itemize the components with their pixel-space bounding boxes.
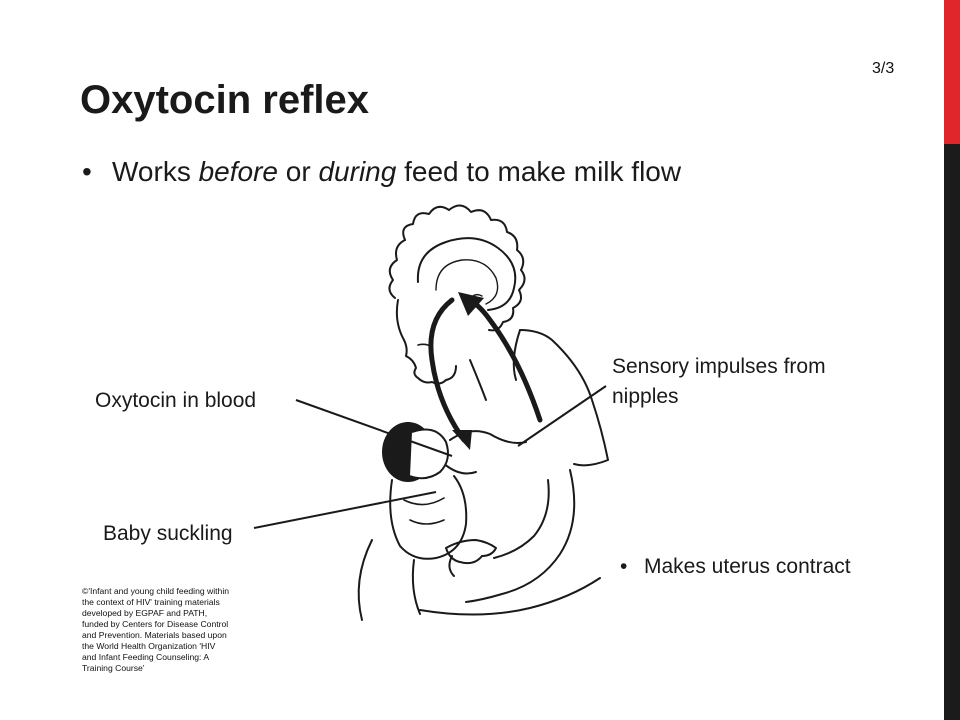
label-baby-suckling: Baby suckling xyxy=(103,522,233,545)
side-accent-red xyxy=(944,0,960,144)
label-sensory-line1: Sensory impulses from xyxy=(612,355,826,378)
mother-face xyxy=(395,299,457,385)
bullet-emphasis-before: before xyxy=(198,156,279,187)
side-accent-bar xyxy=(944,0,960,720)
brain-outline xyxy=(416,237,517,311)
bullet-emphasis-during: during xyxy=(318,156,397,187)
leader-sensory xyxy=(517,385,607,447)
sensory-arrow xyxy=(467,297,543,423)
label-oxytocin-in-blood: Oxytocin in blood xyxy=(95,389,257,412)
bullet-text-post: feed to make milk flow xyxy=(396,156,682,187)
sensory-arrowhead xyxy=(458,292,484,316)
bullet-dot: • xyxy=(82,156,92,187)
bullet-text-mid: or xyxy=(278,156,319,187)
oxytocin-arrow xyxy=(428,297,467,443)
mother-hand xyxy=(445,539,497,565)
mother-hair xyxy=(402,204,526,332)
bullet-works: • Works before or during feed to make mil… xyxy=(82,156,681,188)
image-credit: ©'Infant and young child feeding within … xyxy=(82,586,230,673)
bullet-uterus: • Makes uterus contract xyxy=(620,555,851,579)
bullet-dot: • xyxy=(620,555,628,578)
bullet-uterus-text: Makes uterus contract xyxy=(644,555,851,578)
page-number: 3/3 xyxy=(872,60,895,77)
leader-baby xyxy=(253,491,437,529)
baby-body xyxy=(389,475,468,560)
slide-title: Oxytocin reflex xyxy=(80,78,370,122)
label-sensory-impulses: Sensory impulses from nipples xyxy=(612,352,826,412)
oxytocin-arrowhead xyxy=(452,430,472,450)
label-sensory-line2: nipples xyxy=(612,385,679,408)
leader-oxytocin xyxy=(295,399,453,457)
bullet-text-pre: Works xyxy=(112,156,199,187)
